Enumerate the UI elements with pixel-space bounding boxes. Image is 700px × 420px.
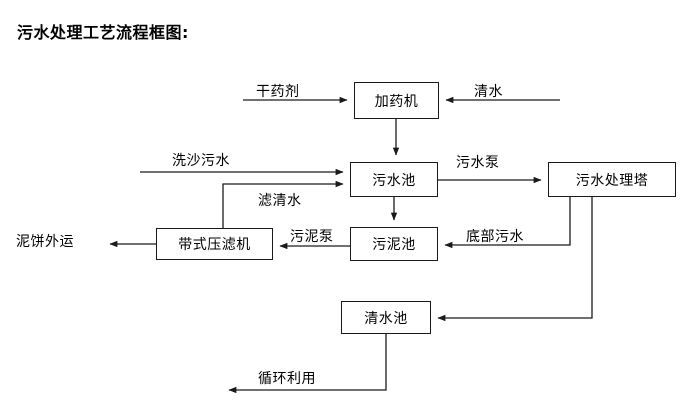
node-label: 污水池 — [372, 172, 416, 189]
node-label: 清水池 — [364, 310, 408, 327]
label-dry-chemical: 干药剂 — [256, 84, 300, 100]
node-sewage-pool[interactable]: 污水池 — [350, 162, 438, 197]
node-label: 带式压滤机 — [178, 237, 251, 253]
node-treatment-tower[interactable]: 污水处理塔 — [548, 162, 676, 197]
node-sludge-pool[interactable]: 污泥池 — [350, 227, 438, 261]
edge-filtered-water-to-sewage-pool — [222, 180, 344, 228]
label-filtered-water: 滤清水 — [258, 193, 302, 209]
node-belt-filter-press[interactable]: 带式压滤机 — [156, 228, 273, 260]
label-sewage-pump: 污水泵 — [456, 155, 500, 171]
page-title: 污水处理工艺流程框图: — [17, 23, 189, 42]
edge-tower-to-clear-water-pool — [437, 197, 593, 322]
label-clean-water: 清水 — [474, 84, 503, 100]
label-bottom-sewage: 底部污水 — [466, 229, 524, 245]
node-label: 污泥池 — [372, 237, 416, 253]
node-label: 污水处理塔 — [575, 172, 649, 189]
label-sand-washing-sewage: 洗沙污水 — [172, 153, 230, 169]
edge-clear-water-pool-to-recycling — [228, 334, 387, 394]
label-recycling: 循环利用 — [258, 371, 316, 387]
edge-tower-bottom-sewage-to-sludge-pool — [444, 197, 571, 249]
node-label: 加药机 — [374, 93, 419, 110]
label-mud-cake-output: 泥饼外运 — [16, 234, 74, 250]
label-sludge-pump: 污泥泵 — [290, 229, 334, 245]
node-dosing-machine[interactable]: 加药机 — [354, 82, 439, 119]
node-clear-water-pool[interactable]: 清水池 — [341, 301, 431, 334]
